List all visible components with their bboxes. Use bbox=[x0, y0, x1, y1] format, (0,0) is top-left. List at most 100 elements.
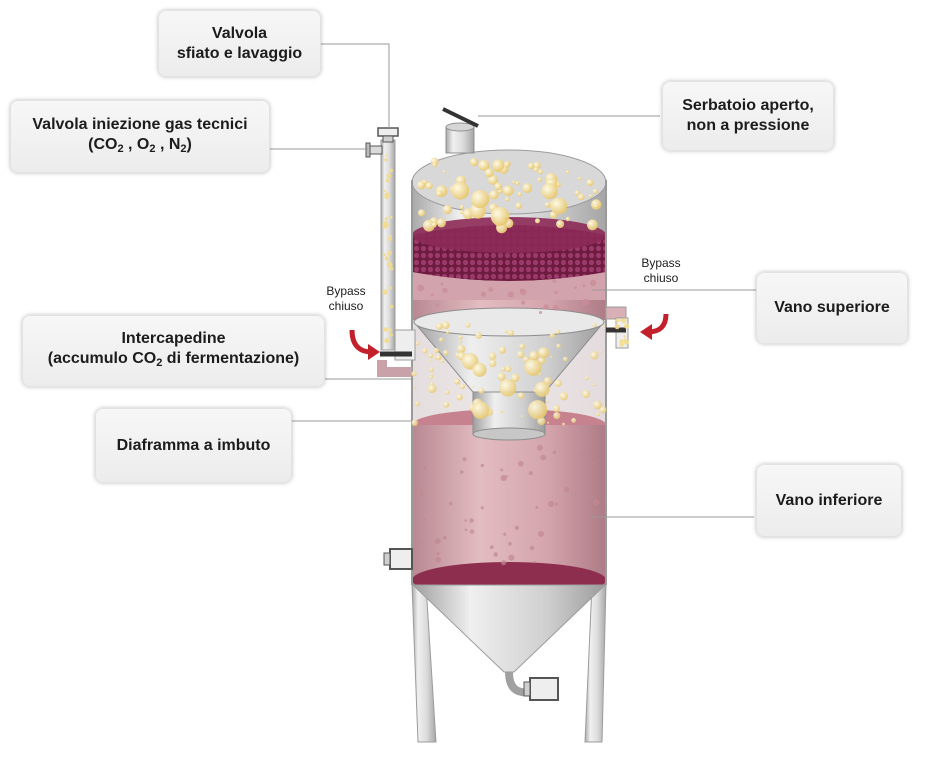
bubble bbox=[442, 170, 446, 173]
bubble bbox=[459, 204, 464, 210]
label-vano-inferiore: Vano inferiore bbox=[756, 464, 902, 537]
bubble bbox=[419, 492, 424, 497]
bubble bbox=[592, 188, 598, 194]
bubble bbox=[521, 300, 526, 305]
bubble bbox=[478, 159, 490, 171]
bubble bbox=[387, 223, 391, 227]
label-valvola-iniezione: Valvola iniezione gas tecnici (CO2 , O2 … bbox=[10, 100, 270, 173]
bubble bbox=[540, 454, 546, 461]
bubble bbox=[552, 450, 557, 455]
bubble bbox=[475, 332, 482, 339]
label-valvola-sfiato: Valvola sfiato e lavaggio bbox=[158, 10, 321, 77]
bubble bbox=[503, 161, 510, 168]
bubble bbox=[480, 506, 484, 510]
bubble bbox=[429, 359, 433, 362]
bubble bbox=[469, 529, 475, 534]
bubble bbox=[517, 191, 523, 197]
bubble bbox=[592, 323, 597, 328]
bypass-right-line1: Bypass bbox=[641, 256, 681, 270]
bubble bbox=[555, 329, 561, 335]
tank-legs bbox=[411, 584, 607, 743]
bubble bbox=[490, 206, 510, 226]
bubble bbox=[384, 256, 389, 261]
bubble bbox=[514, 525, 519, 531]
bubble bbox=[445, 390, 450, 395]
bubble bbox=[439, 337, 444, 342]
bypass-left-line2: chiuso bbox=[328, 299, 364, 313]
bubble bbox=[602, 325, 605, 328]
bubble bbox=[592, 383, 596, 387]
bubble bbox=[517, 392, 525, 399]
bubble bbox=[516, 350, 525, 359]
bubble bbox=[384, 158, 388, 162]
bubble bbox=[488, 359, 497, 368]
bubble bbox=[529, 350, 539, 361]
bubble bbox=[484, 168, 494, 178]
bubble bbox=[552, 279, 557, 283]
bottom-cone bbox=[411, 584, 607, 701]
bubble bbox=[505, 197, 510, 202]
bubble bbox=[590, 279, 597, 286]
bubble bbox=[429, 367, 434, 373]
bubble bbox=[386, 261, 393, 268]
bubble bbox=[562, 422, 565, 426]
bubble bbox=[384, 217, 388, 221]
bubble bbox=[386, 173, 392, 179]
bubble bbox=[518, 461, 524, 467]
bubble bbox=[550, 197, 568, 215]
bypass-left-line1: Bypass bbox=[326, 284, 366, 298]
bubble bbox=[421, 541, 424, 545]
bubble bbox=[465, 322, 471, 328]
bubble bbox=[440, 359, 445, 363]
bubble bbox=[498, 346, 506, 354]
bubble bbox=[599, 406, 607, 414]
bubble bbox=[535, 505, 539, 509]
bubble bbox=[385, 178, 390, 183]
bubble bbox=[556, 220, 565, 228]
bubble bbox=[592, 461, 595, 465]
bubble bbox=[623, 338, 627, 342]
label-bypass-left: Bypass chiuso bbox=[318, 284, 374, 314]
bubble bbox=[533, 167, 539, 172]
bubble bbox=[382, 253, 386, 257]
bubble bbox=[580, 452, 586, 458]
bubble bbox=[566, 170, 570, 174]
bubble bbox=[559, 392, 568, 401]
bubble bbox=[428, 353, 434, 358]
bubble bbox=[586, 179, 594, 187]
bubble bbox=[545, 400, 549, 403]
bubble bbox=[515, 180, 520, 186]
intercapedine-line1: Intercapedine bbox=[121, 330, 226, 347]
bubble bbox=[522, 183, 533, 194]
bubble bbox=[599, 350, 603, 353]
bubble bbox=[458, 340, 462, 344]
bubble bbox=[415, 341, 420, 346]
valvola-iniezione-line2: (CO2 , O2 , N2) bbox=[88, 135, 192, 155]
bubble bbox=[577, 193, 585, 201]
bubble bbox=[389, 333, 393, 337]
bubble bbox=[494, 182, 503, 191]
bubble bbox=[624, 323, 630, 329]
bubble bbox=[499, 379, 517, 397]
bubble bbox=[493, 552, 499, 557]
bubble bbox=[431, 222, 437, 228]
bubble bbox=[524, 358, 542, 376]
bubble bbox=[510, 373, 520, 383]
vent-pipe bbox=[365, 127, 416, 361]
bubble bbox=[529, 545, 535, 551]
bubble bbox=[417, 284, 424, 292]
bubble bbox=[548, 500, 555, 508]
bubble bbox=[556, 343, 561, 349]
vano-superiore-text: Vano superiore bbox=[774, 299, 890, 316]
bubble bbox=[423, 219, 435, 232]
bubble bbox=[430, 373, 433, 376]
label-diaframma: Diaframma a imbuto bbox=[95, 408, 292, 483]
valvola-iniezione-line1: Valvola iniezione gas tecnici bbox=[32, 115, 248, 133]
bubble bbox=[388, 286, 392, 290]
bubble bbox=[414, 401, 420, 407]
bubble bbox=[500, 410, 503, 413]
bubble bbox=[528, 471, 533, 476]
bubble bbox=[587, 219, 598, 231]
bubble bbox=[543, 304, 549, 310]
